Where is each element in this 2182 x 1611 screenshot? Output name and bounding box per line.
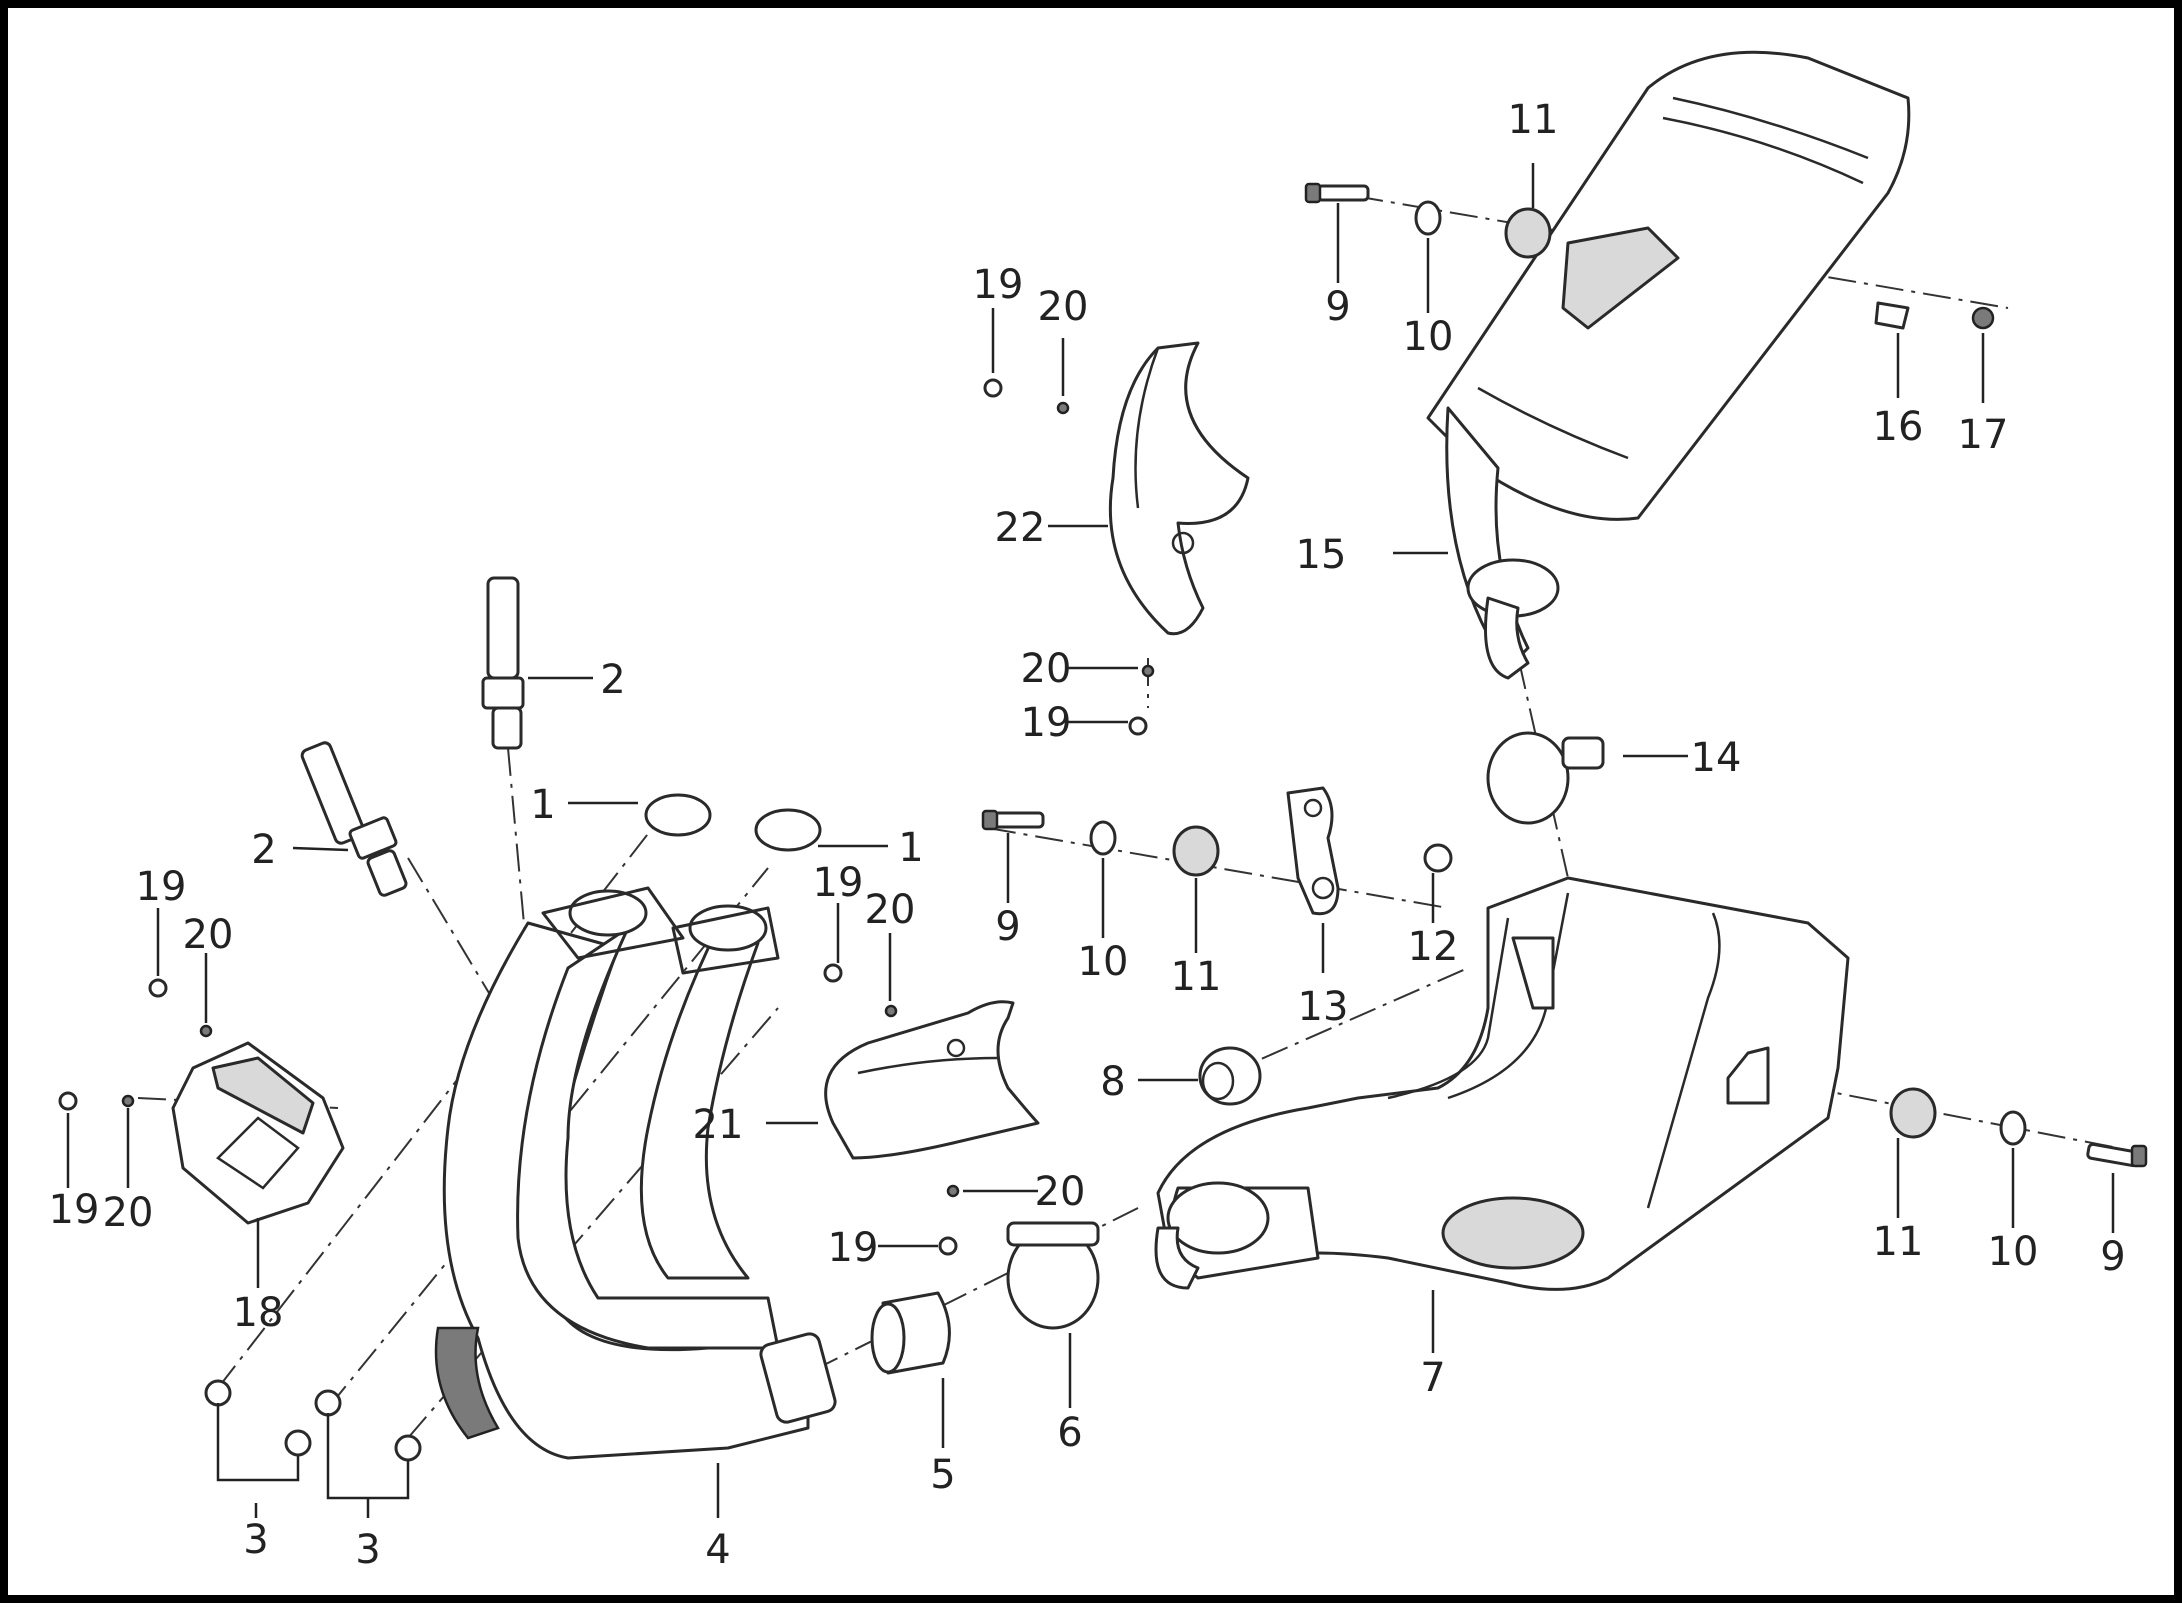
callout-19: 19 [49,1187,100,1233]
clamp-part-6 [1006,1221,1100,1330]
collars-part-10 [1089,200,2027,1146]
header-pipes-part-4 [434,886,837,1460]
gaskets-part-1 [644,793,822,852]
callout-10: 10 [1078,939,1129,985]
clamp-part-14 [1486,731,1605,825]
callout-15: 15 [1296,532,1347,578]
callout-16: 16 [1873,404,1924,450]
callout-labels: 1 1 2 2 3 3 4 5 6 7 8 9 9 9 10 10 10 11 … [49,97,2126,1573]
callout-17: 17 [1958,412,2009,458]
callout-8: 8 [1100,1059,1125,1105]
callout-19: 19 [1021,700,1072,746]
silencer-part-15 [1426,50,1911,680]
callout-7: 7 [1420,1355,1445,1401]
callout-18: 18 [233,1290,284,1336]
callout-10: 10 [1403,314,1454,360]
callout-20: 20 [1038,284,1089,330]
leader-lines [66,163,2115,1518]
callout-11: 11 [1873,1219,1924,1265]
callout-2: 2 [251,827,276,873]
callout-19: 19 [813,860,864,906]
callout-3: 3 [243,1517,268,1563]
callout-19: 19 [973,262,1024,308]
bracket-part-13 [1286,786,1340,916]
muffler-part-7 [1154,876,1850,1291]
callout-19: 19 [136,864,187,910]
heat-shield-part-21 [824,1000,1040,1160]
callout-20: 20 [865,887,916,933]
callout-9: 9 [2100,1234,2125,1280]
assembly-axes [137,187,2119,1439]
callout-11: 11 [1171,954,1222,1000]
callout-10: 10 [1988,1229,2039,1275]
callout-20: 20 [183,912,234,958]
callout-21: 21 [693,1102,744,1148]
callout-12: 12 [1408,924,1459,970]
cover-plate-part-18 [171,1041,345,1225]
callout-20: 20 [103,1190,154,1236]
bolts-part-9 [981,182,2148,1168]
callout-6: 6 [1057,1410,1082,1456]
oxygen-sensor-part-2-left [300,741,408,897]
callout-5: 5 [930,1452,955,1498]
callout-9: 9 [995,904,1020,950]
callout-13: 13 [1298,984,1349,1030]
callout-20: 20 [1035,1169,1086,1215]
callout-19: 19 [828,1225,879,1271]
callout-20: 20 [1021,646,1072,692]
callout-14: 14 [1691,735,1742,781]
callout-1: 1 [898,825,923,871]
callout-22: 22 [995,505,1046,551]
callout-11: 11 [1508,97,1559,143]
small-fasteners [58,301,1995,1462]
sleeve-part-5 [870,1291,951,1375]
callout-3: 3 [355,1527,380,1573]
callout-9: 9 [1325,284,1350,330]
callout-2: 2 [600,657,625,703]
grommet-part-8 [1198,1046,1262,1106]
grommets-part-11 [1172,207,1937,1139]
callout-4: 4 [705,1527,730,1573]
callout-1: 1 [530,782,555,828]
exhaust-exploded-diagram: 1 1 2 2 3 3 4 5 6 7 8 9 9 9 10 10 10 11 … [49,50,2148,1573]
oxygen-sensor-part-2-upper [481,576,525,750]
heat-shield-part-22 [1108,341,1250,636]
